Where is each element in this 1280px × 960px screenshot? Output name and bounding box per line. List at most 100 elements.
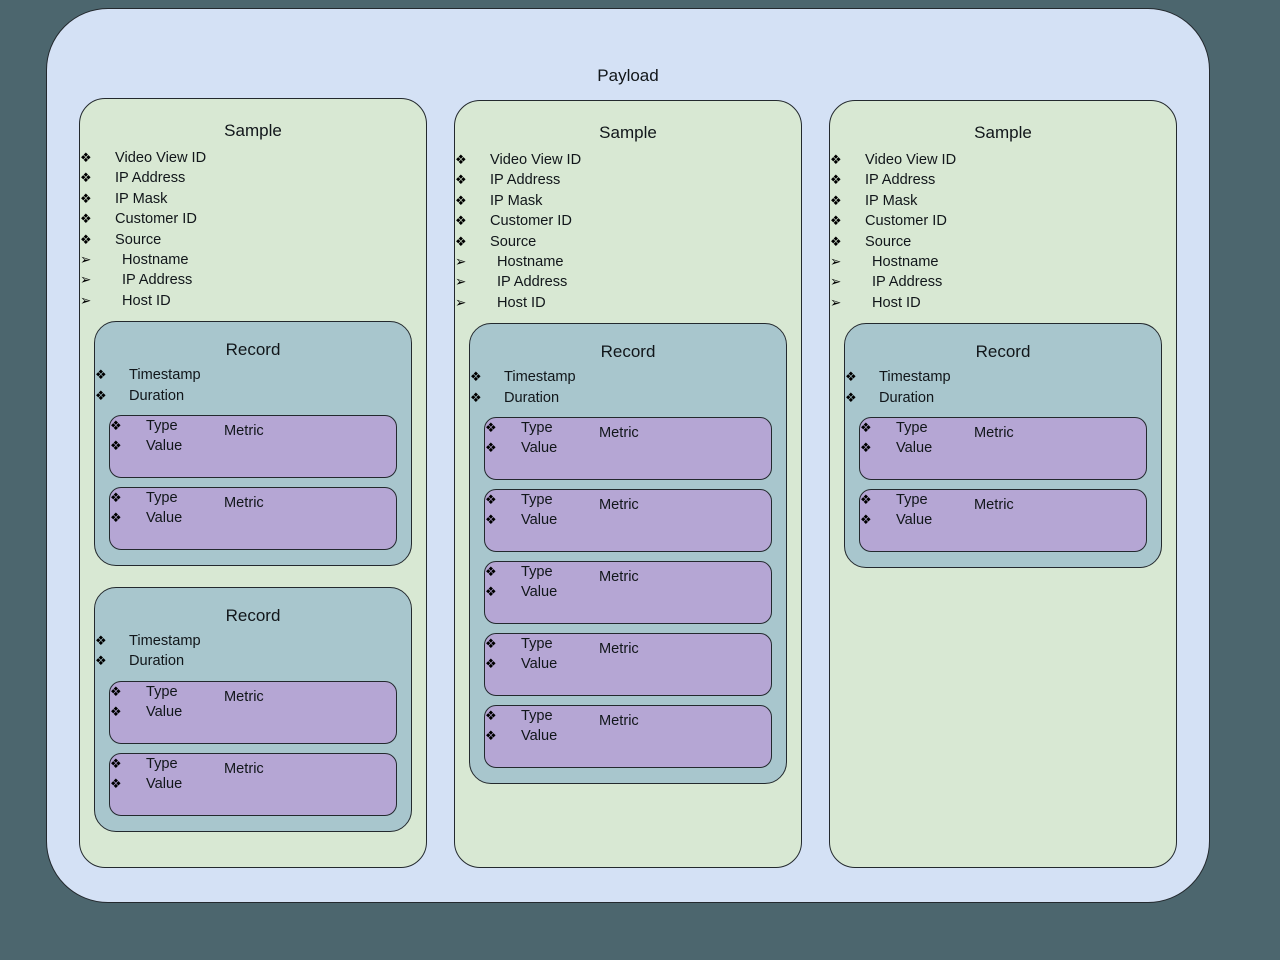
- diamond-bullet-icon: ❖: [80, 231, 92, 247]
- metric-container: Metric ❖ Type ❖ Value: [484, 417, 772, 481]
- diamond-bullet-icon: ❖: [485, 440, 497, 456]
- metric-container: Metric ❖ Type ❖ Value: [484, 705, 772, 769]
- list-item: ❖ Duration: [95, 386, 411, 406]
- diamond-bullet-icon: ❖: [830, 172, 842, 188]
- metric-title: Metric: [599, 569, 639, 586]
- source-subfield-label: Hostname: [122, 252, 189, 269]
- record-field-label: Timestamp: [504, 369, 576, 386]
- record-container: Record ❖ Timestamp ❖ Duration Metric: [844, 323, 1162, 569]
- record-title: Record: [600, 342, 656, 362]
- source-subfield-label: Hostname: [872, 254, 939, 271]
- metric-field-label: Type: [521, 492, 553, 509]
- arrow-bullet-icon: ➢: [455, 294, 467, 310]
- sample-field-label: IP Mask: [865, 192, 918, 209]
- diamond-bullet-icon: ❖: [80, 211, 92, 227]
- list-item: ❖ Duration: [845, 388, 1161, 408]
- metric-field-label: Type: [521, 708, 553, 725]
- list-item: ❖ Customer ID: [830, 211, 1176, 231]
- sample-container-3: Sample ❖ Video View ID ❖ IP Address ❖ IP…: [829, 100, 1177, 868]
- list-item: ❖ Timestamp: [845, 367, 1161, 387]
- metric-field-list: ❖ Type ❖ Value: [485, 706, 771, 747]
- list-item: ❖ Type: [485, 562, 771, 582]
- metric-title: Metric: [599, 641, 639, 658]
- diamond-bullet-icon: ❖: [95, 367, 107, 383]
- diamond-bullet-icon: ❖: [80, 190, 92, 206]
- metric-container: Metric ❖ Type ❖ Value: [109, 487, 397, 551]
- metric-field-label: Type: [146, 755, 178, 772]
- metric-title: Metric: [224, 760, 264, 777]
- sample-field-label: Video View ID: [865, 152, 957, 168]
- metric-field-label: Value: [896, 440, 933, 457]
- diamond-bullet-icon: ❖: [95, 653, 107, 669]
- arrow-bullet-icon: ➢: [830, 254, 842, 270]
- list-item: ❖ Value: [485, 438, 771, 458]
- metric-title: Metric: [224, 495, 264, 512]
- list-item: ❖ Type: [485, 418, 771, 438]
- metric-title: Metric: [974, 425, 1014, 442]
- sample-field-label: Source: [865, 233, 912, 250]
- source-subfield-label: Hostname: [497, 254, 564, 271]
- metric-field-label: Value: [896, 512, 933, 529]
- list-item: ❖ Source: [455, 232, 801, 252]
- payload-container: Payload Sample ❖ Video View ID ❖ IP Addr…: [46, 8, 1210, 903]
- metric-field-label: Value: [521, 728, 558, 745]
- list-item: ❖ Type: [485, 706, 771, 726]
- list-item: ❖ Video View ID: [830, 150, 1176, 170]
- diamond-bullet-icon: ❖: [485, 564, 497, 580]
- source-subfield-label: IP Address: [872, 274, 943, 291]
- sample-field-list: ❖ Video View ID ❖ IP Address ❖ IP Mask ❖…: [80, 148, 426, 250]
- list-item: ❖ Type: [110, 416, 396, 436]
- diamond-bullet-icon: ❖: [455, 172, 467, 188]
- list-item: ❖ Timestamp: [95, 631, 411, 651]
- record-field-label: Duration: [129, 653, 185, 670]
- metric-container: Metric ❖ Type ❖ Value: [109, 752, 397, 816]
- metric-container: Metric ❖ Type ❖ Value: [484, 489, 772, 553]
- record-title: Record: [225, 606, 281, 626]
- list-item: ➢ Hostname: [80, 250, 426, 270]
- metric-field-label: Value: [521, 512, 558, 529]
- metric-field-label: Value: [146, 438, 183, 455]
- list-item: ❖ Value: [860, 438, 1146, 458]
- metric-container: Metric ❖ Type ❖ Value: [484, 633, 772, 697]
- list-item: ❖ Customer ID: [455, 211, 801, 231]
- diamond-bullet-icon: ❖: [455, 233, 467, 249]
- metric-field-label: Type: [146, 683, 178, 700]
- diamond-bullet-icon: ❖: [110, 755, 122, 771]
- list-item: ❖ Value: [110, 508, 396, 528]
- metric-container: Metric ❖ Type ❖ Value: [484, 561, 772, 625]
- sample-container-2: Sample ❖ Video View ID ❖ IP Address ❖ IP…: [454, 100, 802, 868]
- metric-title: Metric: [599, 425, 639, 442]
- record-title: Record: [225, 340, 281, 360]
- diamond-bullet-icon: ❖: [95, 387, 107, 403]
- diamond-bullet-icon: ❖: [455, 192, 467, 208]
- metric-field-label: Type: [896, 420, 928, 437]
- record-field-label: Duration: [129, 387, 185, 404]
- list-item: ➢ IP Address: [455, 272, 801, 292]
- diamond-bullet-icon: ❖: [110, 704, 122, 720]
- source-subfield-label: Host ID: [497, 294, 546, 311]
- metric-container: Metric ❖ Type ❖ Value: [109, 680, 397, 744]
- metric-field-list: ❖ Type ❖ Value: [860, 490, 1146, 531]
- diamond-bullet-icon: ❖: [485, 492, 497, 508]
- diamond-bullet-icon: ❖: [830, 233, 842, 249]
- list-item: ➢ Host ID: [830, 293, 1176, 313]
- diamond-bullet-icon: ❖: [485, 584, 497, 600]
- sample-field-label: IP Address: [490, 172, 561, 189]
- list-item: ❖ Duration: [95, 651, 411, 671]
- metric-title: Metric: [599, 713, 639, 730]
- source-subfield-list: ➢ Hostname ➢ IP Address ➢ Host ID: [80, 250, 426, 311]
- list-item: ➢ Hostname: [455, 252, 801, 272]
- sample-field-label: Customer ID: [865, 213, 947, 230]
- source-subfield-label: IP Address: [497, 274, 568, 291]
- metric-title: Metric: [224, 423, 264, 440]
- diamond-bullet-icon: ❖: [95, 633, 107, 649]
- metric-container: Metric ❖ Type ❖ Value: [109, 415, 397, 479]
- metric-field-list: ❖ Type ❖ Value: [110, 416, 396, 457]
- metric-field-list: ❖ Type ❖ Value: [485, 418, 771, 459]
- diamond-bullet-icon: ❖: [860, 512, 872, 528]
- list-item: ❖ Type: [110, 682, 396, 702]
- diamond-bullet-icon: ❖: [110, 683, 122, 699]
- list-item: ❖ IP Address: [80, 168, 426, 188]
- diamond-bullet-icon: ❖: [485, 656, 497, 672]
